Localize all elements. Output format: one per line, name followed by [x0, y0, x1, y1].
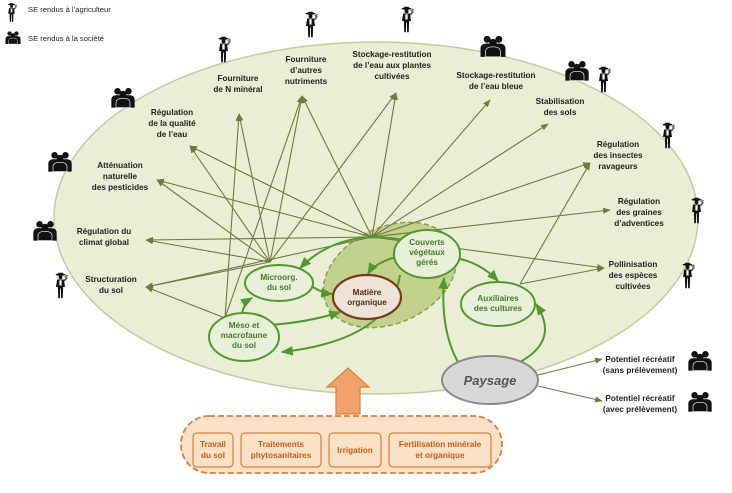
farmer-icon — [305, 11, 318, 38]
practice-irrigation: Irrigation — [328, 432, 382, 468]
legend-society-label: SE rendus à la société — [28, 34, 104, 43]
practices-arrow — [325, 367, 371, 415]
farmer-icon — [598, 66, 611, 93]
society-icon — [565, 60, 589, 81]
service-arrow-nmin — [237, 113, 271, 263]
society-icon — [688, 350, 712, 371]
svg-text:Microorg.du sol: Microorg.du sol — [260, 273, 297, 292]
service-arrow-struct — [145, 261, 271, 289]
farmer-icon — [55, 272, 68, 299]
recreatif-avec-prelevement: Potentiel récréatif(avec prélèvement) — [603, 394, 677, 414]
service-arrow-qual — [189, 145, 271, 263]
service-arrow-plant — [371, 92, 398, 238]
service-arrow-bleue — [371, 99, 491, 238]
agroecosystem-ellipse — [53, 41, 699, 395]
recreatif-sans-prelevement: Potentiel récréatif(sans prélèvement) — [603, 355, 678, 375]
society-icon — [688, 391, 712, 412]
interaction-arrow — [269, 310, 342, 326]
interaction-arrow — [299, 236, 404, 269]
interaction-arrow — [519, 303, 546, 363]
legend-farmer-label: SE rendus à l’agriculteur — [28, 5, 111, 14]
legend: SE rendus à l’agriculteur SE rendus à la… — [5, 3, 111, 44]
recreatif-arrow — [537, 385, 603, 403]
farmer-icon — [401, 6, 414, 33]
service-arrow-pest — [156, 178, 373, 238]
svg-text:Paysage: Paysage — [464, 373, 517, 388]
interaction-arrow — [240, 297, 254, 314]
service-arrow-nutr — [224, 95, 303, 319]
society-icon — [111, 87, 135, 108]
society-icon — [33, 220, 57, 241]
service-arrow-pest — [156, 179, 271, 263]
svg-text:Irrigation: Irrigation — [337, 446, 372, 455]
society-icon — [48, 151, 72, 172]
service-arrow-nutr — [301, 95, 373, 238]
service-arrow-pollin — [519, 266, 605, 285]
node-microorg: Microorg.du sol — [244, 264, 314, 302]
interaction-arrows — [240, 236, 546, 363]
service-arrow-nutr — [269, 95, 304, 263]
service-arrow-climat — [145, 236, 373, 243]
society-icon — [5, 31, 21, 44]
society-icon — [480, 35, 506, 57]
service-arrow-qual — [189, 145, 373, 238]
farmer-icon — [218, 36, 231, 63]
recreational-services: Potentiel récréatif(sans prélèvement) Po… — [603, 350, 712, 414]
recreatif-arrow — [537, 357, 603, 376]
service-arrow-insect — [519, 162, 591, 285]
interaction-arrow — [312, 286, 334, 298]
service-arrow-struct — [145, 286, 226, 319]
service-arrow-plant — [269, 92, 397, 263]
node-paysage: Paysage — [441, 355, 539, 405]
service-arrow-climat — [145, 238, 271, 263]
service-arrow-nmin — [224, 113, 242, 319]
service-arrows — [145, 92, 611, 403]
service-arrow-stab — [371, 123, 549, 238]
service-arrow-insect — [371, 162, 591, 238]
interaction-arrow — [438, 276, 459, 363]
farmer-icon — [7, 3, 17, 22]
